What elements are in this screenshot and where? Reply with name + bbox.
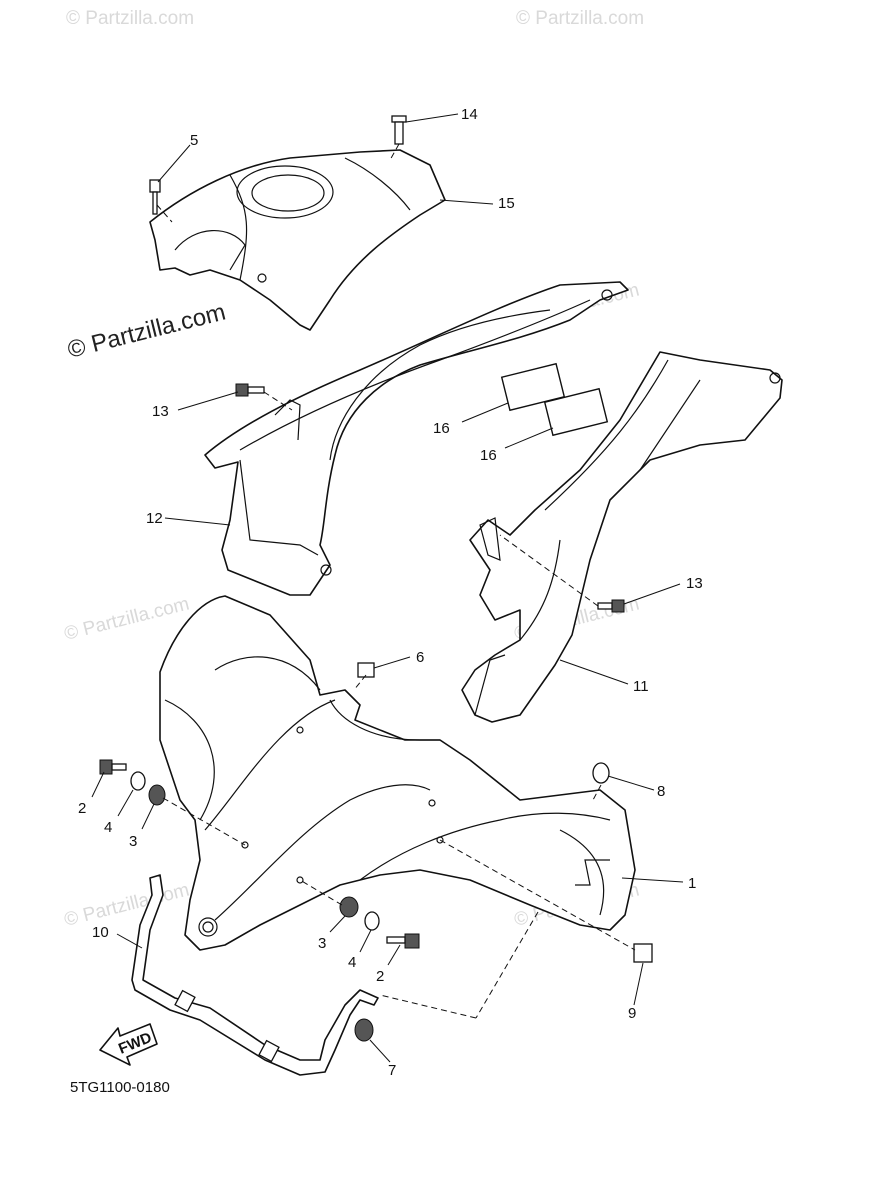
callout-16: 16 bbox=[433, 420, 450, 437]
fwd-arrow-icon: FWD bbox=[99, 1023, 158, 1066]
assembly-lines bbox=[156, 143, 636, 1019]
part-4-washer-icon bbox=[364, 911, 380, 931]
callout-7: 7 bbox=[388, 1062, 396, 1079]
callout-4: 4 bbox=[348, 954, 356, 971]
callout-3: 3 bbox=[129, 833, 137, 850]
part-15-tank-cover bbox=[149, 149, 446, 331]
watermark-main-text: © Partzilla.com bbox=[65, 299, 228, 364]
part-5-bolt-icon bbox=[149, 179, 161, 215]
watermark-text: © Partzilla.com bbox=[66, 8, 194, 29]
part-2-bolt-icon bbox=[386, 933, 420, 949]
callout-12: 12 bbox=[146, 510, 163, 527]
part-2-bolt-icon bbox=[99, 759, 127, 775]
callout-13: 13 bbox=[152, 403, 169, 420]
callout-3: 3 bbox=[318, 935, 326, 952]
callout-5: 5 bbox=[190, 132, 198, 149]
watermark-text: © Partzilla.com bbox=[62, 880, 191, 931]
part-8-grommet-icon bbox=[592, 762, 610, 784]
part-4-washer-icon bbox=[130, 771, 146, 791]
callout-2: 2 bbox=[78, 800, 86, 817]
callout-15: 15 bbox=[498, 195, 515, 212]
part-12-side-cover bbox=[204, 281, 629, 596]
part-16-decals bbox=[500, 362, 609, 437]
hardware-items bbox=[99, 115, 653, 1042]
callout-14: 14 bbox=[461, 106, 478, 123]
callout-4: 4 bbox=[104, 819, 112, 836]
callout-1: 1 bbox=[688, 875, 696, 892]
callout-10: 10 bbox=[92, 924, 109, 941]
watermark-text: © Partzilla.com bbox=[516, 8, 644, 29]
callout-labels: 5 14 15 13 12 16 16 13 11 6 8 1 2 4 3 3 … bbox=[78, 106, 703, 1079]
part-1-front-fender bbox=[159, 595, 636, 951]
part-11-side-cover bbox=[461, 351, 783, 723]
callout-9: 9 bbox=[628, 1005, 636, 1022]
part-13-bolt-icon bbox=[235, 383, 265, 397]
callout-8: 8 bbox=[657, 783, 665, 800]
callout-13: 13 bbox=[686, 575, 703, 592]
part-3-grommet-icon bbox=[148, 784, 166, 806]
part-10-stay bbox=[131, 874, 379, 1076]
callout-16: 16 bbox=[480, 447, 497, 464]
diagram-code: 5TG1100-0180 bbox=[70, 1079, 170, 1096]
callout-2: 2 bbox=[376, 968, 384, 985]
part-6-clip-icon bbox=[357, 662, 375, 678]
part-7-grommet-icon bbox=[354, 1018, 374, 1042]
part-14-rivet-icon bbox=[391, 115, 407, 145]
part-3-grommet-icon bbox=[339, 896, 359, 918]
part-9-clip-icon bbox=[633, 943, 653, 963]
leader-lines bbox=[91, 113, 684, 1063]
watermark-text: © Partzilla.com bbox=[62, 594, 191, 645]
callout-11: 11 bbox=[633, 678, 649, 695]
callout-6: 6 bbox=[416, 649, 424, 666]
